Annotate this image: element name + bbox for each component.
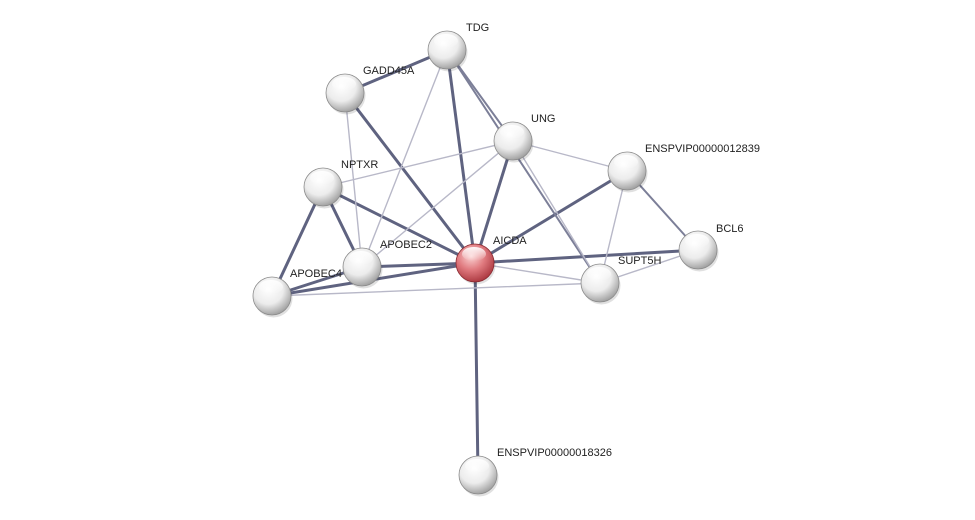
node-tdg[interactable]: TDG <box>427 22 489 72</box>
node-enspvip18326[interactable]: ENSPVIP00000018326 <box>458 447 612 497</box>
node-label-enspvip12839: ENSPVIP00000012839 <box>645 143 760 155</box>
node-label-supt5h: SUPT5H <box>618 255 661 267</box>
edge-ung-enspvip12839[interactable] <box>512 140 628 172</box>
node-gadd45a[interactable]: GADD45A <box>325 65 415 115</box>
node-aicda[interactable]: AICDA <box>455 235 527 285</box>
edge-apobec4-supt5h[interactable] <box>271 282 601 297</box>
node-label-bcl6: BCL6 <box>716 223 744 235</box>
node-highlight <box>349 251 373 265</box>
node-highlight <box>587 267 611 281</box>
edge-aicda-enspvip12839[interactable] <box>473 169 629 265</box>
node-highlight <box>462 247 486 261</box>
node-label-gadd45a: GADD45A <box>363 65 415 77</box>
node-highlight <box>310 171 334 185</box>
node-supt5h[interactable]: SUPT5H <box>580 255 661 305</box>
node-bcl6[interactable]: BCL6 <box>678 223 744 272</box>
node-highlight <box>685 234 709 248</box>
edge-aicda-enspvip18326[interactable] <box>473 261 480 477</box>
node-label-apobec4: APOBEC4 <box>290 268 342 280</box>
node-label-tdg: TDG <box>466 22 489 34</box>
edge-aicda-ung[interactable] <box>473 139 515 265</box>
edge-aicda-bcl6[interactable] <box>473 248 700 265</box>
edge-aicda-tdg[interactable] <box>445 48 477 265</box>
edge-aicda-gadd45a[interactable] <box>343 91 477 265</box>
node-apobec4[interactable]: APOBEC4 <box>252 268 342 318</box>
node-highlight <box>434 34 458 48</box>
edge-aicda-supt5h[interactable] <box>474 262 601 284</box>
edge-ung-supt5h[interactable] <box>512 140 601 284</box>
nodes-layer: AICDA TDG GADD45A UNG ENSPVIP00000012839NPTX… <box>252 22 760 497</box>
edge-tdg-apobec2[interactable] <box>361 49 448 268</box>
node-ung[interactable]: UNG <box>493 113 555 163</box>
node-nptxr[interactable]: NPTXR <box>303 159 378 209</box>
node-highlight <box>500 125 524 139</box>
node-highlight <box>465 459 489 473</box>
node-label-ung: UNG <box>531 113 555 125</box>
node-label-apobec2: APOBEC2 <box>380 239 432 251</box>
node-highlight <box>332 77 356 91</box>
node-label-enspvip18326: ENSPVIP00000018326 <box>497 447 612 459</box>
edge-ung-nptxr[interactable] <box>322 140 514 188</box>
node-highlight <box>259 280 283 294</box>
edge-ung-apobec2[interactable] <box>361 140 514 268</box>
node-apobec2[interactable]: APOBEC2 <box>342 239 432 289</box>
node-label-nptxr: NPTXR <box>341 159 378 171</box>
node-highlight <box>614 155 638 169</box>
edge-aicda-nptxr[interactable] <box>321 185 477 265</box>
edge-tdg-supt5h[interactable] <box>446 49 601 284</box>
node-enspvip12839[interactable]: ENSPVIP00000012839 <box>607 143 760 193</box>
node-label-aicda: AICDA <box>493 235 527 247</box>
edge-nptxr-apobec4[interactable] <box>270 185 325 298</box>
